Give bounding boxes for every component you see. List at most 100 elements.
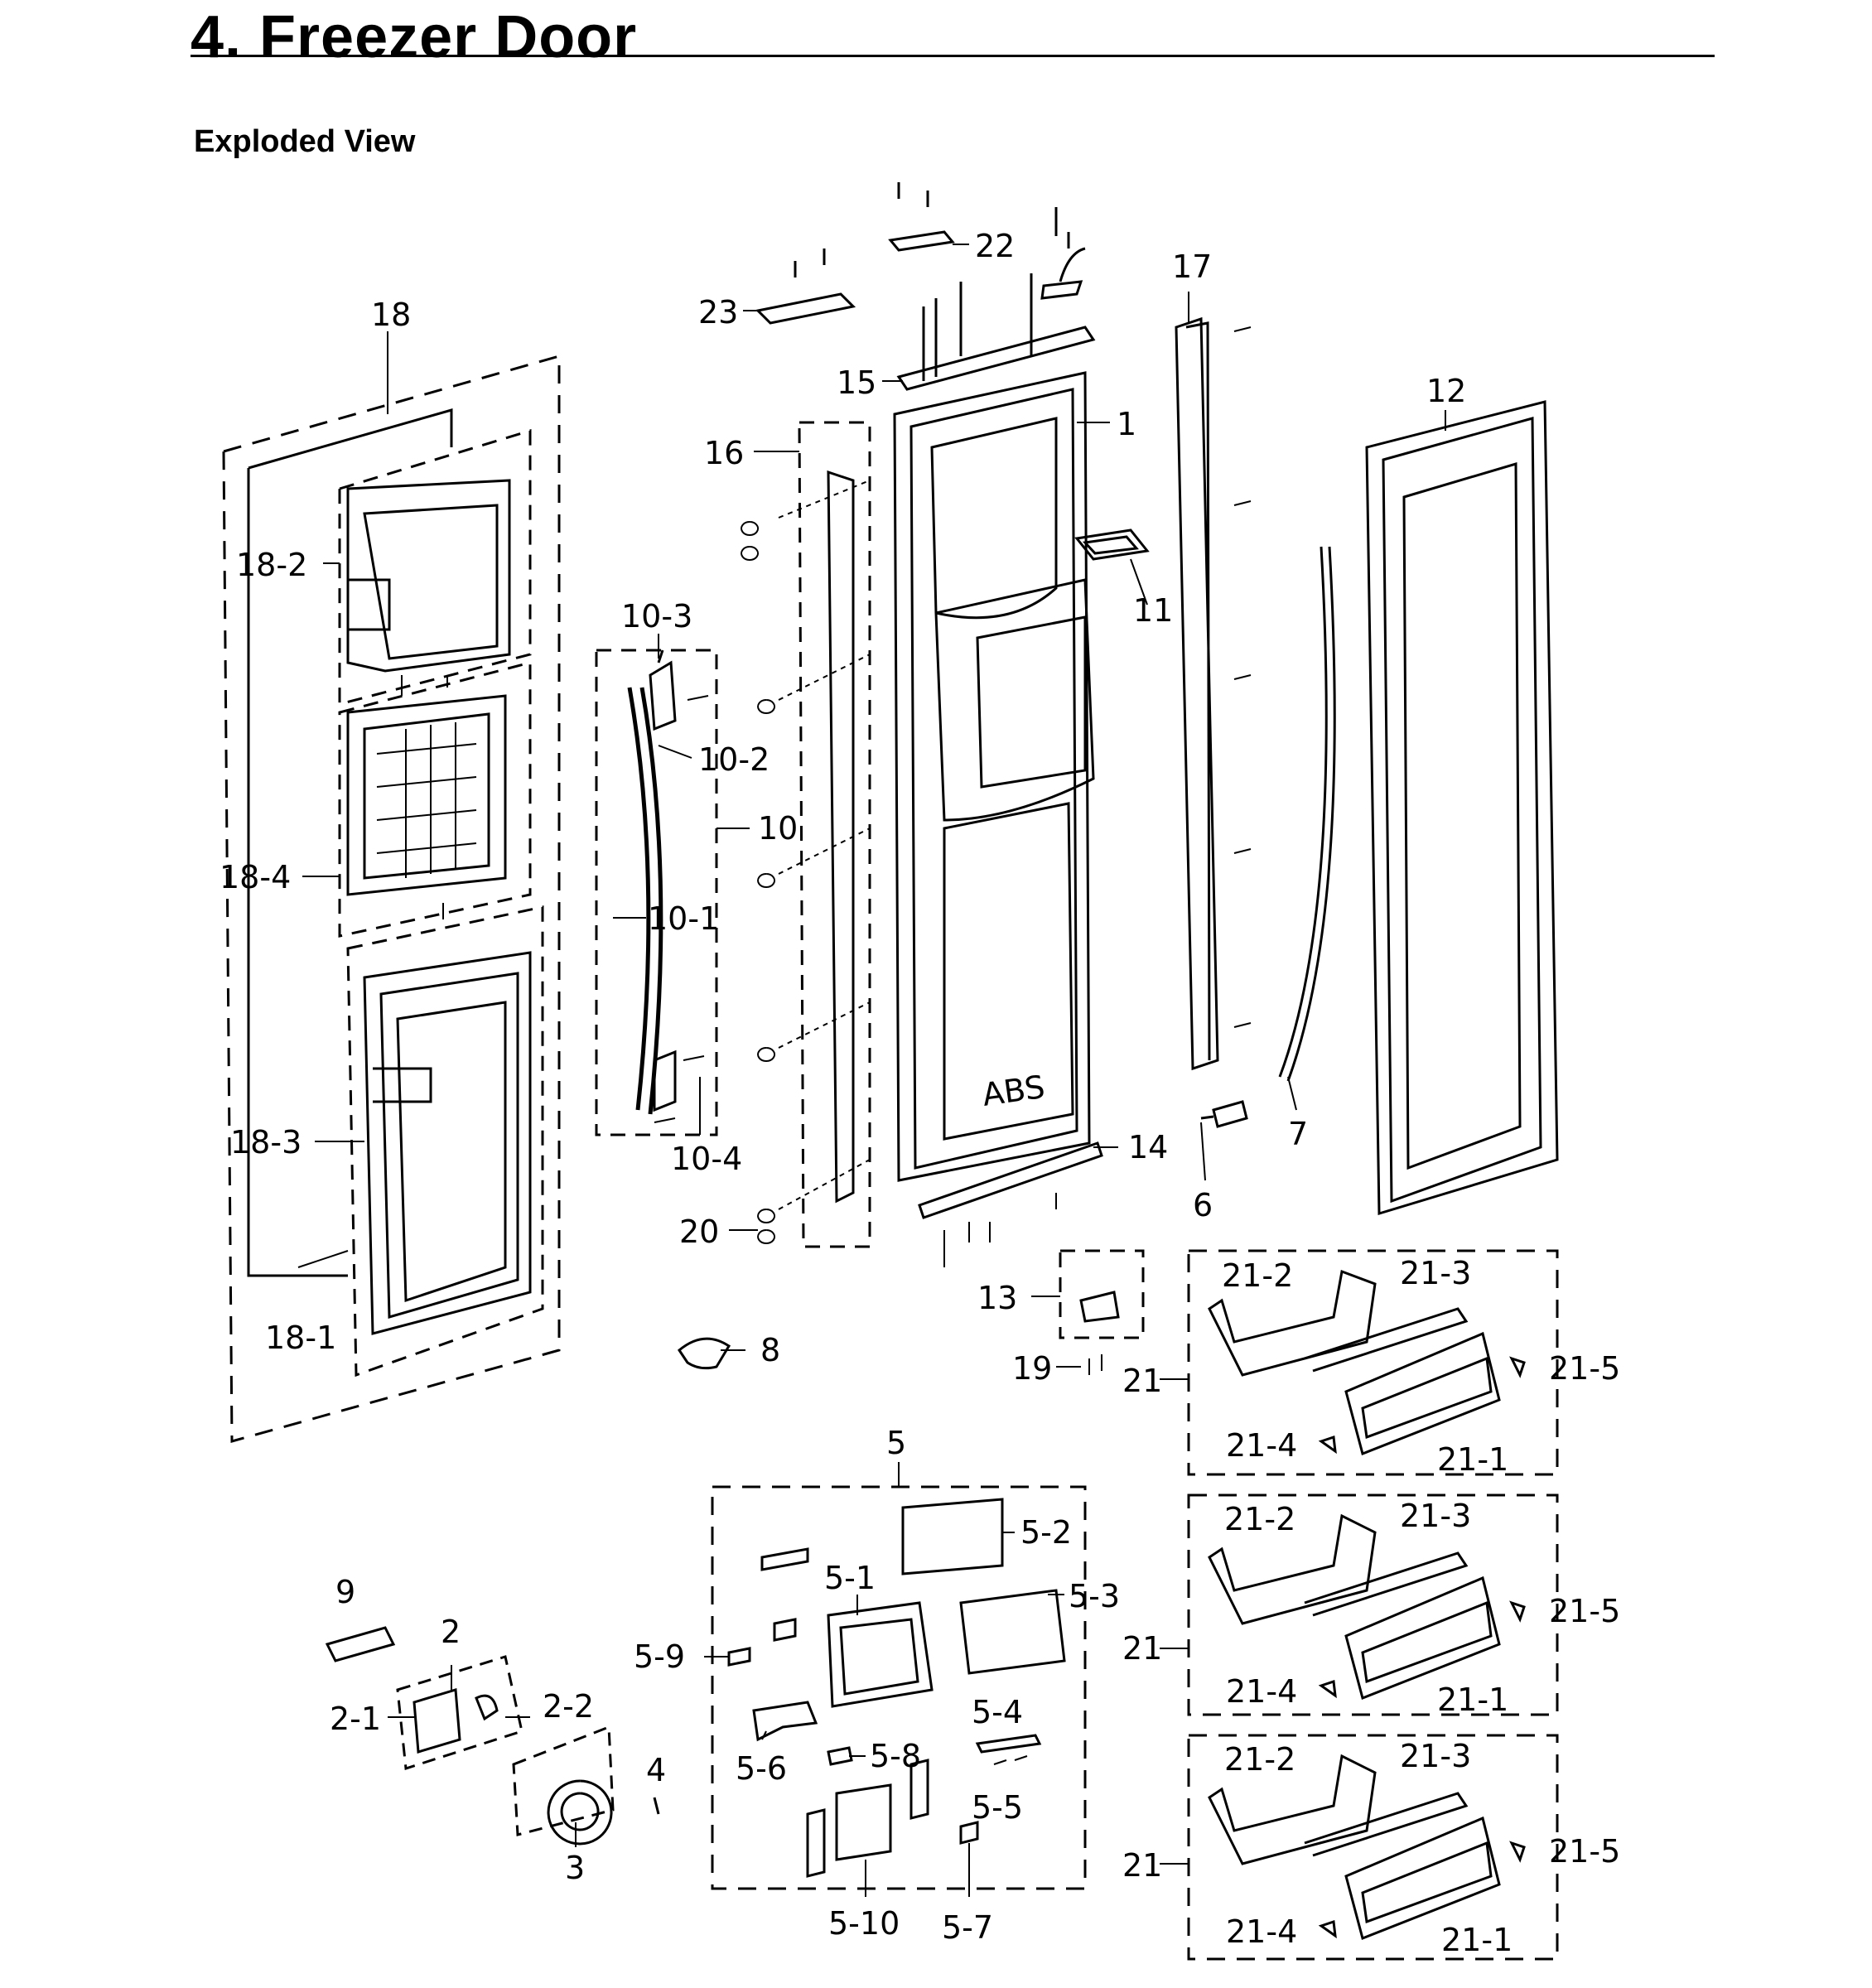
callout-5-6: 5-6 (736, 1750, 787, 1787)
part-5-4-bar (975, 1734, 1042, 1754)
callout-8: 8 (760, 1332, 780, 1368)
part-5-7-tab (959, 1821, 979, 1845)
callout-21-2-bin-2: 21-2 (1224, 1501, 1295, 1537)
callout-13: 13 (977, 1280, 1017, 1316)
part-21-5-clip-2 (1509, 1600, 1526, 1623)
part-21-4-clip-2 (1318, 1679, 1337, 1699)
leader-18-1 (297, 1250, 349, 1268)
leader-lines (297, 244, 1446, 1897)
callout-21-4-bin-2: 21-4 (1226, 1673, 1297, 1710)
dispenser-recess (934, 578, 1095, 822)
door-liner (930, 417, 1058, 620)
part-7-water-tube (1200, 546, 1336, 1128)
callout-18-1: 18-1 (265, 1320, 336, 1356)
part-21-5-clip-1 (1509, 1356, 1526, 1378)
part-20-caps-column (741, 521, 776, 1244)
callout-21-bin-2: 21 (1122, 1630, 1162, 1667)
callout-2-1: 2-1 (330, 1701, 381, 1737)
part-6-fitting (1200, 1100, 1248, 1128)
callout-4: 4 (646, 1752, 666, 1788)
callout-2-2: 2-2 (543, 1688, 594, 1725)
part-21-1-bin-2 (1344, 1575, 1501, 1701)
callout-21-5-bin-2: 21-5 (1549, 1593, 1620, 1629)
part-11-dispenser-cover (1074, 528, 1150, 561)
gasket-outer (1365, 400, 1559, 1216)
part-8-cap (678, 1337, 731, 1370)
bottom-hinge-parts (918, 1141, 1145, 1375)
part-19-screws (1088, 1354, 1102, 1375)
callout-6: 6 (1193, 1187, 1213, 1223)
group-18-inner-panels (222, 355, 561, 1443)
callout-5-3: 5-3 (1069, 1578, 1120, 1614)
callout-18: 18 (371, 297, 411, 333)
group-10-handle (595, 649, 718, 1136)
part-15-top-cap (896, 326, 1096, 391)
callout-7: 7 (1288, 1116, 1308, 1152)
callout-21-bin-3: 21 (1122, 1847, 1162, 1884)
part-21-1-bin-3 (1344, 1816, 1501, 1941)
callout-5-7: 5-7 (942, 1909, 993, 1946)
leader-5-6 (761, 1730, 767, 1740)
callout-21-4-bin-1: 21-4 (1226, 1427, 1297, 1464)
part-13-dashed-boundary (1059, 1249, 1145, 1339)
callout-5: 5 (886, 1425, 906, 1461)
group-5-dispenser (711, 1485, 1087, 1890)
callout-12: 12 (1426, 373, 1466, 409)
door-lower-liner (943, 802, 1074, 1141)
part-5-9-switch (727, 1647, 751, 1667)
part-10-1-handle-bar (627, 687, 663, 1115)
section-subtitle: Exploded View (194, 124, 416, 159)
part-5-2-panel (901, 1498, 1004, 1575)
part-21-2-rack-1 (1208, 1269, 1377, 1377)
part-23-plate (755, 292, 856, 325)
callout-2: 2 (441, 1614, 461, 1650)
part-10-2-upper-bracket (649, 649, 677, 731)
callout-22: 22 (975, 228, 1015, 264)
leader-11 (1130, 558, 1148, 606)
callout-21-4-bin-3: 21-4 (1226, 1913, 1297, 1950)
callout-21-1-bin-3: 21-1 (1441, 1922, 1513, 1958)
bin-1-dashed-boundary (1187, 1249, 1559, 1476)
part-13-hinge (1079, 1291, 1120, 1323)
group-18-3-dashed (346, 905, 544, 1378)
part-17-side-strip (1175, 316, 1252, 1071)
part-18-1-sheet (247, 408, 453, 1277)
callout-10-1: 10-1 (648, 900, 719, 937)
part-21-3-rod-1 (1304, 1307, 1469, 1373)
callout-3: 3 (565, 1850, 585, 1886)
part-5-10-cover (806, 1759, 929, 1878)
part-5-3-board (959, 1589, 1066, 1675)
callout-15: 15 (837, 364, 876, 401)
top-hinge-bracket (1040, 247, 1086, 300)
group-16-trim (741, 421, 871, 1248)
callout-19: 19 (1012, 1350, 1052, 1387)
callout-17: 17 (1172, 248, 1212, 285)
group-16-dashed-boundary (798, 421, 871, 1248)
group-21-bin-2 (1187, 1493, 1559, 1716)
callout-5-2: 5-2 (1020, 1514, 1072, 1551)
part-10-4-lower-bracket (653, 1049, 677, 1112)
part-21-2-rack-2 (1208, 1513, 1377, 1625)
part-18-4-bracket (346, 694, 507, 896)
bottom-screws (943, 1193, 1057, 1267)
callout-14: 14 (1128, 1129, 1168, 1165)
bin-3-dashed-boundary (1187, 1734, 1559, 1961)
group-5-dashed-boundary (711, 1485, 1087, 1890)
page-title: 4. Freezer Door (191, 4, 638, 70)
part-1-door-body: ABS (893, 371, 1150, 1182)
callout-20: 20 (679, 1214, 719, 1250)
group-10-dashed-boundary (595, 649, 718, 1136)
callout-5-10: 5-10 (828, 1905, 900, 1942)
bin-2-dashed-boundary (1187, 1493, 1559, 1716)
leader-10-2 (658, 745, 692, 759)
part-22-plate (888, 230, 955, 252)
callout-21-1-bin-1: 21-1 (1437, 1441, 1508, 1478)
callout-21-2-bin-3: 21-2 (1224, 1741, 1295, 1778)
group-18-connectors (401, 675, 448, 919)
door-marking-abs: ABS (980, 1069, 1047, 1113)
part-21-2-rack-3 (1208, 1754, 1377, 1865)
part-18-3-panel (363, 951, 532, 1335)
callout-11: 11 (1133, 592, 1173, 629)
callout-21-5-bin-1: 21-5 (1549, 1350, 1620, 1387)
callout-1: 1 (1117, 406, 1136, 442)
